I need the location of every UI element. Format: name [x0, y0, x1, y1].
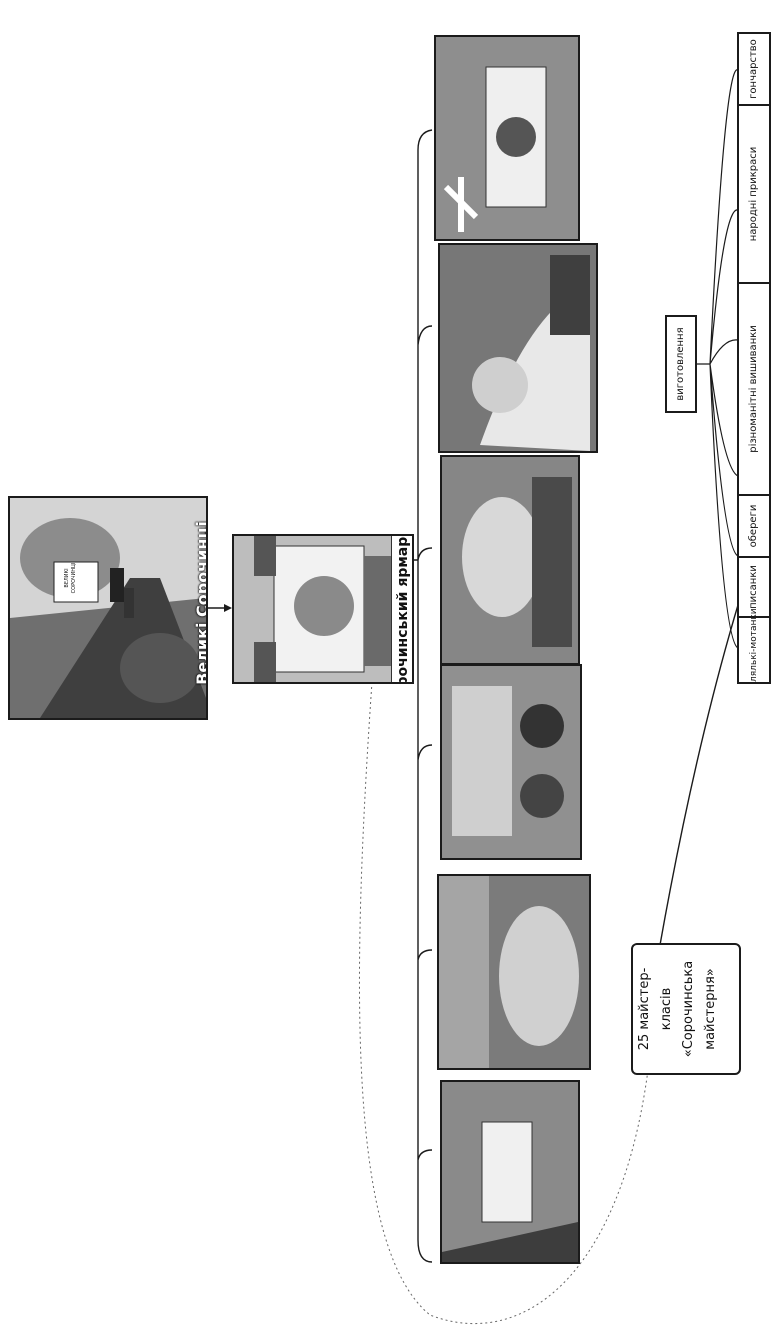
craft-item-6: гончарство: [739, 34, 769, 106]
masterclass-line-3: «Сорочинська: [681, 960, 696, 1058]
craft-item-5: народні прикраси: [739, 106, 769, 284]
masterclass-line-1: 25 майстер-: [637, 967, 652, 1051]
fair-photo: [234, 536, 412, 682]
making-brace: [697, 69, 739, 649]
craft-label: гончарство: [748, 39, 759, 99]
village-photo: [10, 498, 206, 718]
craft-item-1: лялькі-мотанки: [739, 608, 769, 682]
masterclass-box: 25 майстер- класів «Сорочинська майстерн…: [631, 943, 741, 1075]
craft-label: різноманітні вишиванки: [748, 325, 759, 453]
craft-label: народні прикраси: [748, 146, 759, 242]
arrow-head: [224, 604, 232, 612]
craft-label: лялькі-мотанки: [749, 608, 759, 682]
village-caption: Великі Сорочинці: [193, 521, 208, 685]
village-photo-card: ВЕЛИКІ СОРОЧИНЦІ Великі Сорочинці: [8, 496, 208, 720]
masterclass-line-2: класів: [659, 987, 674, 1031]
fair-photo-1: [434, 35, 580, 241]
craft-item-2: писанки: [739, 558, 769, 618]
fair-photo-card: Сорочинський ярмарок: [232, 534, 414, 684]
craft-item-3: обереги: [739, 496, 769, 558]
craft-item-4: різноманітні вишиванки: [739, 284, 769, 496]
making-box: виготовлення: [665, 315, 697, 413]
crafts-strip: гончарство народні прикраси різноманітні…: [737, 32, 771, 684]
fair-caption: Сорочинський ярмарок: [391, 536, 412, 682]
craft-label: обереги: [748, 504, 759, 548]
fair-photo-2: [438, 243, 598, 453]
village-sign-text: ВЕЛИКІ СОРОЧИНЦІ: [64, 562, 77, 594]
fair-photo-3: [440, 455, 580, 665]
masterclass-text: 25 майстер- класів «Сорочинська майстерн…: [634, 945, 740, 1073]
village-sign: [53, 561, 99, 603]
fair-photo-4: [440, 664, 582, 860]
making-label: виготовлення: [675, 327, 686, 401]
fair-photo-5: [437, 874, 591, 1070]
masterclass-line-4: майстерня»: [703, 968, 718, 1050]
fair-photo-6: [440, 1080, 580, 1264]
dashed-loop: [358, 681, 649, 1324]
fair-brace: [408, 129, 433, 1263]
